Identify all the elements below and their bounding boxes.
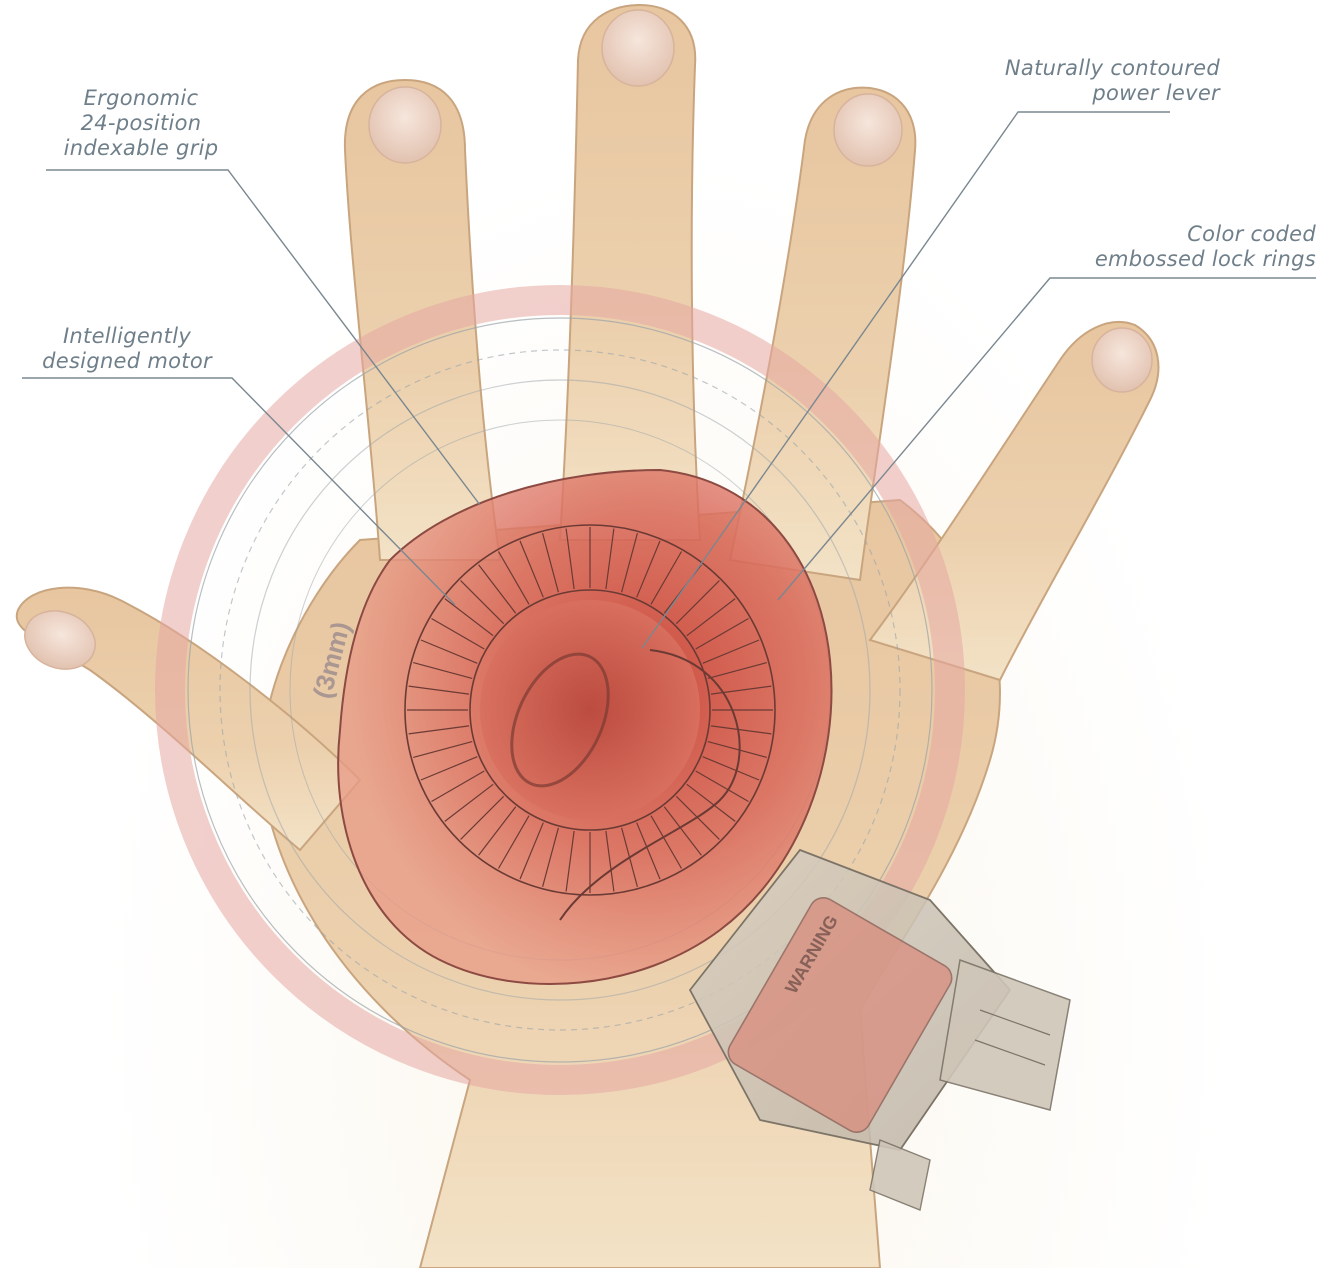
callout-grip-line-3: indexable grip <box>46 136 236 161</box>
callout-rings-line-2: embossed lock rings <box>1040 247 1316 272</box>
callout-grip-line-2: 24-position <box>46 111 236 136</box>
callout-grip: Ergonomic 24-position indexable grip <box>46 86 236 161</box>
callout-rings-line-1: Color coded <box>1040 222 1316 247</box>
callout-lever-line-1: Naturally contoured <box>960 56 1220 81</box>
callout-lever-line-2: power lever <box>960 81 1220 106</box>
callout-motor-line-1: Intelligently <box>22 324 232 349</box>
callout-rings: Color coded embossed lock rings <box>1040 222 1316 272</box>
callout-motor: Intelligently designed motor <box>22 324 232 374</box>
callout-lever: Naturally contoured power lever <box>960 56 1220 106</box>
callout-motor-line-2: designed motor <box>22 349 232 374</box>
callout-grip-line-1: Ergonomic <box>46 86 236 111</box>
motor-core <box>480 600 700 820</box>
